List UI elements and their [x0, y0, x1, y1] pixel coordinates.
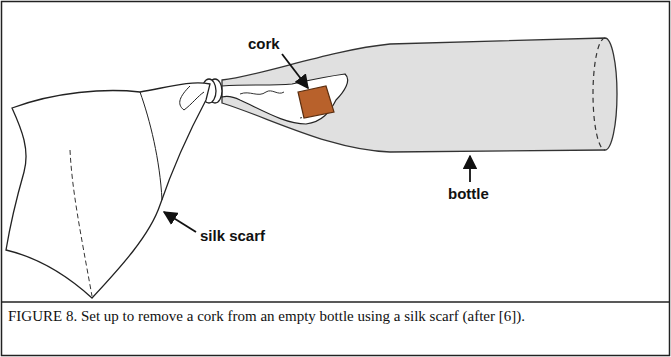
figure-caption: FIGURE 8. Set up to remove a cork from a… [8, 307, 658, 325]
leader-arrow [164, 212, 196, 232]
leader-arrow [469, 156, 471, 182]
part-label: cork [248, 36, 280, 53]
scarf-fold [140, 92, 162, 200]
scarf-fold [70, 150, 92, 296]
scarf-outside [6, 83, 210, 298]
bottle-base [593, 38, 605, 150]
scarf-fold [180, 86, 204, 110]
leader-arrow [282, 54, 308, 88]
part-label: silk scarf [200, 228, 265, 245]
bottle-body [222, 38, 617, 152]
scarf-fold [240, 91, 284, 94]
part-label: bottle [448, 186, 489, 203]
frame-divider [2, 301, 670, 303]
cork-shape [298, 86, 334, 118]
scarf-inside [222, 74, 348, 124]
